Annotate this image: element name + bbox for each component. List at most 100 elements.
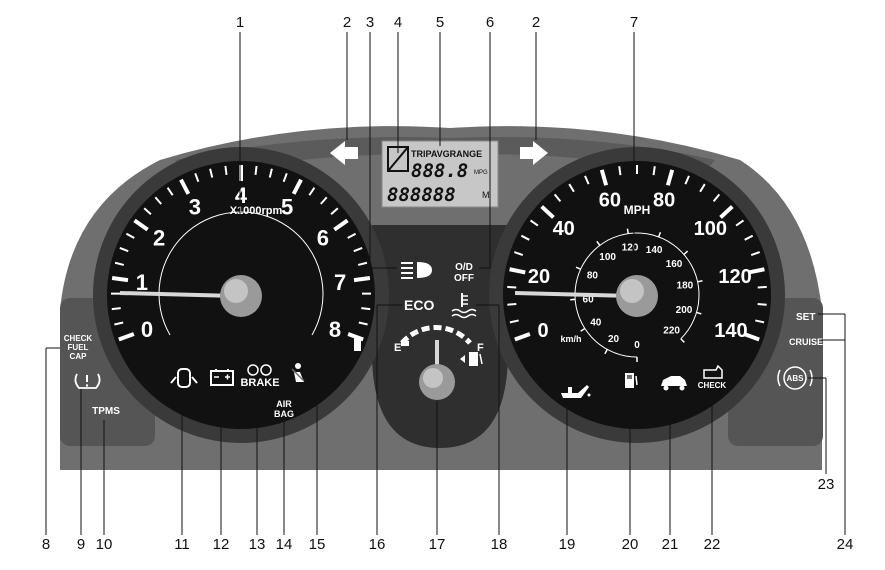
tachometer-unit: X1000rpm bbox=[230, 205, 283, 217]
callout-bottom: 24 bbox=[837, 536, 854, 553]
lcd-line2-unit: M bbox=[482, 190, 490, 200]
speedometer-kmh-unit: km/h bbox=[560, 334, 581, 344]
callout-bottom: 10 bbox=[96, 536, 113, 553]
mph-number: 60 bbox=[599, 190, 621, 212]
tach-tick bbox=[320, 196, 328, 205]
kmh-number: 80 bbox=[587, 271, 599, 282]
kmh-tick bbox=[626, 228, 629, 234]
speed-tick bbox=[750, 251, 761, 256]
speed-tick bbox=[540, 205, 555, 219]
fuel-pump-small-icon bbox=[460, 352, 483, 366]
speed-tick bbox=[665, 169, 675, 186]
kmh-tick bbox=[657, 231, 662, 238]
tach-tick bbox=[330, 207, 339, 215]
tach-tick bbox=[282, 172, 288, 183]
tach-tick bbox=[357, 261, 368, 266]
mph-number: 80 bbox=[653, 190, 675, 212]
fuel-gauge-scale bbox=[400, 324, 472, 345]
speed-tick bbox=[748, 267, 765, 275]
tachometer-ticks bbox=[110, 165, 372, 342]
kmh-number: 200 bbox=[676, 305, 693, 316]
callout-top: 2 bbox=[343, 14, 351, 31]
check-engine-icon bbox=[703, 364, 723, 379]
kmh-number: 60 bbox=[583, 294, 595, 305]
lcd-line1-unit: MPG bbox=[474, 170, 488, 176]
tach-tick bbox=[111, 307, 121, 311]
callout-bottom: 9 bbox=[77, 536, 85, 553]
callout-top: 6 bbox=[486, 14, 494, 31]
tach-tick bbox=[143, 207, 152, 215]
tpms-label: TPMS bbox=[92, 406, 120, 417]
callout-bottom: 14 bbox=[276, 536, 293, 553]
kmh-tick bbox=[683, 250, 689, 255]
callout-bottom: 19 bbox=[559, 536, 576, 553]
check-fuel-cap-line2: FUEL bbox=[68, 343, 89, 352]
tach-tick bbox=[154, 196, 162, 205]
left-turn-arrow-icon bbox=[330, 141, 358, 165]
center-panel bbox=[372, 225, 508, 448]
door-ajar-icon bbox=[170, 368, 198, 388]
kmh-tick bbox=[697, 280, 703, 283]
kmh-number: 100 bbox=[599, 252, 616, 263]
tachometer-redline bbox=[354, 337, 361, 351]
tach-tick bbox=[333, 218, 349, 232]
speed-tick bbox=[553, 193, 562, 202]
mph-number: 20 bbox=[528, 266, 550, 288]
speed-tick bbox=[509, 319, 519, 324]
speed-tick bbox=[652, 166, 656, 176]
kmh-tick bbox=[575, 266, 581, 270]
speedometer-hub-cap bbox=[620, 279, 644, 303]
tach-tick bbox=[125, 232, 135, 239]
tach-tick bbox=[114, 321, 124, 326]
callout-top: 2 bbox=[532, 14, 540, 31]
speedometer-needle bbox=[514, 291, 633, 298]
mph-number: 140 bbox=[714, 320, 747, 342]
check-fuel-cap-line3: CAP bbox=[70, 352, 88, 361]
tach-number: 7 bbox=[334, 270, 346, 295]
right-turn-arrow-icon bbox=[520, 141, 548, 165]
speed-tick bbox=[755, 319, 765, 324]
kmh-tick bbox=[604, 349, 608, 355]
tach-number: 8 bbox=[329, 317, 341, 342]
callout-23: 23 bbox=[818, 476, 835, 493]
fuel-empty-marker bbox=[401, 341, 409, 346]
fuel-empty-label: E bbox=[394, 342, 401, 354]
tach-tick bbox=[194, 172, 200, 183]
high-beam-icon bbox=[401, 262, 432, 279]
tach-number: 4 bbox=[235, 183, 248, 208]
speedometer-mph-unit: MPH bbox=[624, 203, 651, 217]
tach-tick bbox=[358, 321, 368, 326]
cruise-set-label: SET bbox=[796, 312, 815, 323]
speed-tick bbox=[735, 219, 745, 227]
speed-tick bbox=[529, 219, 539, 227]
tach-tick bbox=[133, 218, 149, 232]
airbag-label-line2: BAG bbox=[274, 409, 294, 419]
mph-number: 120 bbox=[718, 266, 751, 288]
abs-label: ABS bbox=[787, 374, 805, 383]
tach-tick bbox=[119, 246, 129, 253]
kmh-number: 0 bbox=[634, 340, 640, 351]
callout-bottom: 20 bbox=[622, 536, 639, 553]
kmh-number: 160 bbox=[666, 259, 683, 270]
lcd-line1: 888.8 bbox=[411, 160, 468, 182]
kmh-tick bbox=[580, 327, 586, 332]
callout-bottom: 21 bbox=[662, 536, 679, 553]
visor-band bbox=[175, 136, 715, 178]
tachometer-hub-cap bbox=[224, 279, 248, 303]
tach-tick bbox=[268, 168, 273, 178]
coolant-temp-icon bbox=[451, 293, 477, 319]
tach-number: 0 bbox=[141, 317, 153, 342]
brake-label: BRAKE bbox=[240, 377, 279, 389]
cruise-label: CRUISE bbox=[789, 337, 823, 347]
tachometer-needle bbox=[119, 291, 237, 298]
battery-icon bbox=[210, 369, 234, 386]
check-engine-label: CHECK bbox=[698, 381, 727, 390]
speed-tick bbox=[712, 193, 721, 202]
lcd-display bbox=[381, 140, 499, 208]
tach-tick bbox=[111, 276, 129, 283]
